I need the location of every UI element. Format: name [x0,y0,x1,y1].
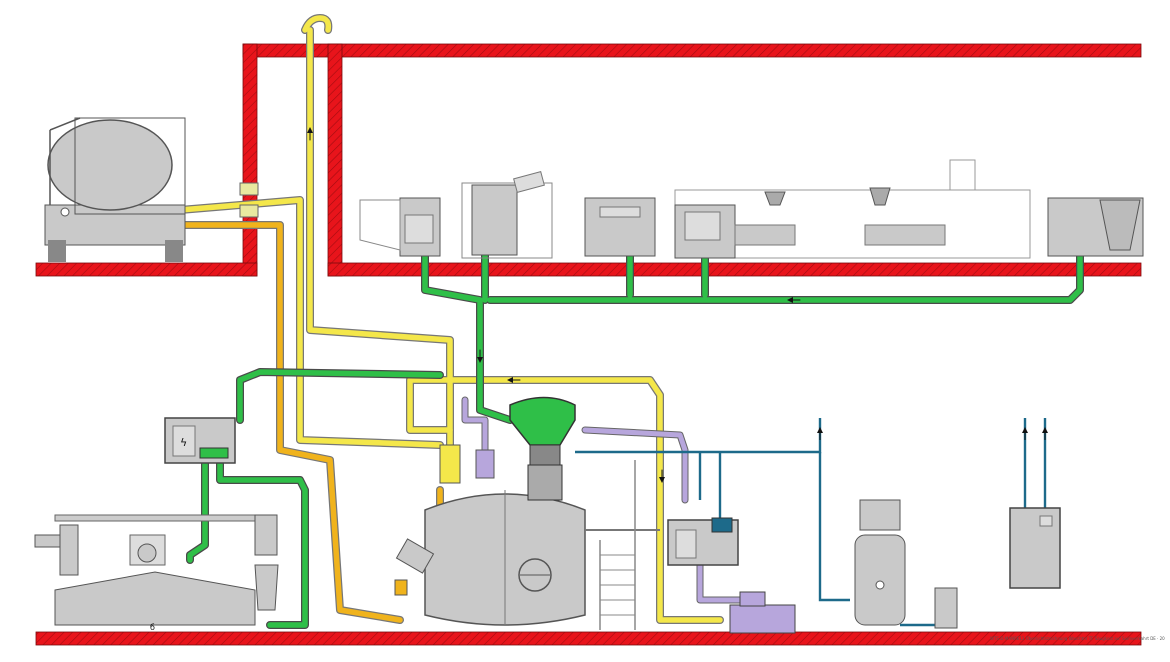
machine-1 [359,197,441,257]
vacuum-pump [729,591,796,634]
machine-right [1047,197,1144,257]
control-cabinet-left: ϟ [164,417,236,464]
green-hopper [509,396,576,501]
drawing-footnote: WTS-D-MANRE11 Übersichtszeichnung Wascht… [990,636,1165,641]
pipes-green [186,236,1084,629]
machine-3 [584,197,656,257]
settling-tank: б [34,514,279,632]
access-stairs [585,460,660,630]
tank-letter: б [150,623,155,632]
control-cabinet-right [1009,507,1061,589]
kitchen-machines [359,159,1144,259]
conveyor-dishwasher [674,159,1031,259]
wall-passages [239,182,259,218]
electric-symbol: ϟ [180,436,187,449]
pipes-purple [461,396,744,604]
main-collection-tank [394,490,586,626]
tanker-truck [44,117,186,262]
pipes-blue [575,418,1047,627]
separator-yellow [439,444,495,484]
machine-2 [461,171,553,259]
building-walls [35,43,1142,646]
air-compressor [854,499,958,629]
flow-arrows [817,427,1048,440]
pump-control-unit [667,517,739,566]
